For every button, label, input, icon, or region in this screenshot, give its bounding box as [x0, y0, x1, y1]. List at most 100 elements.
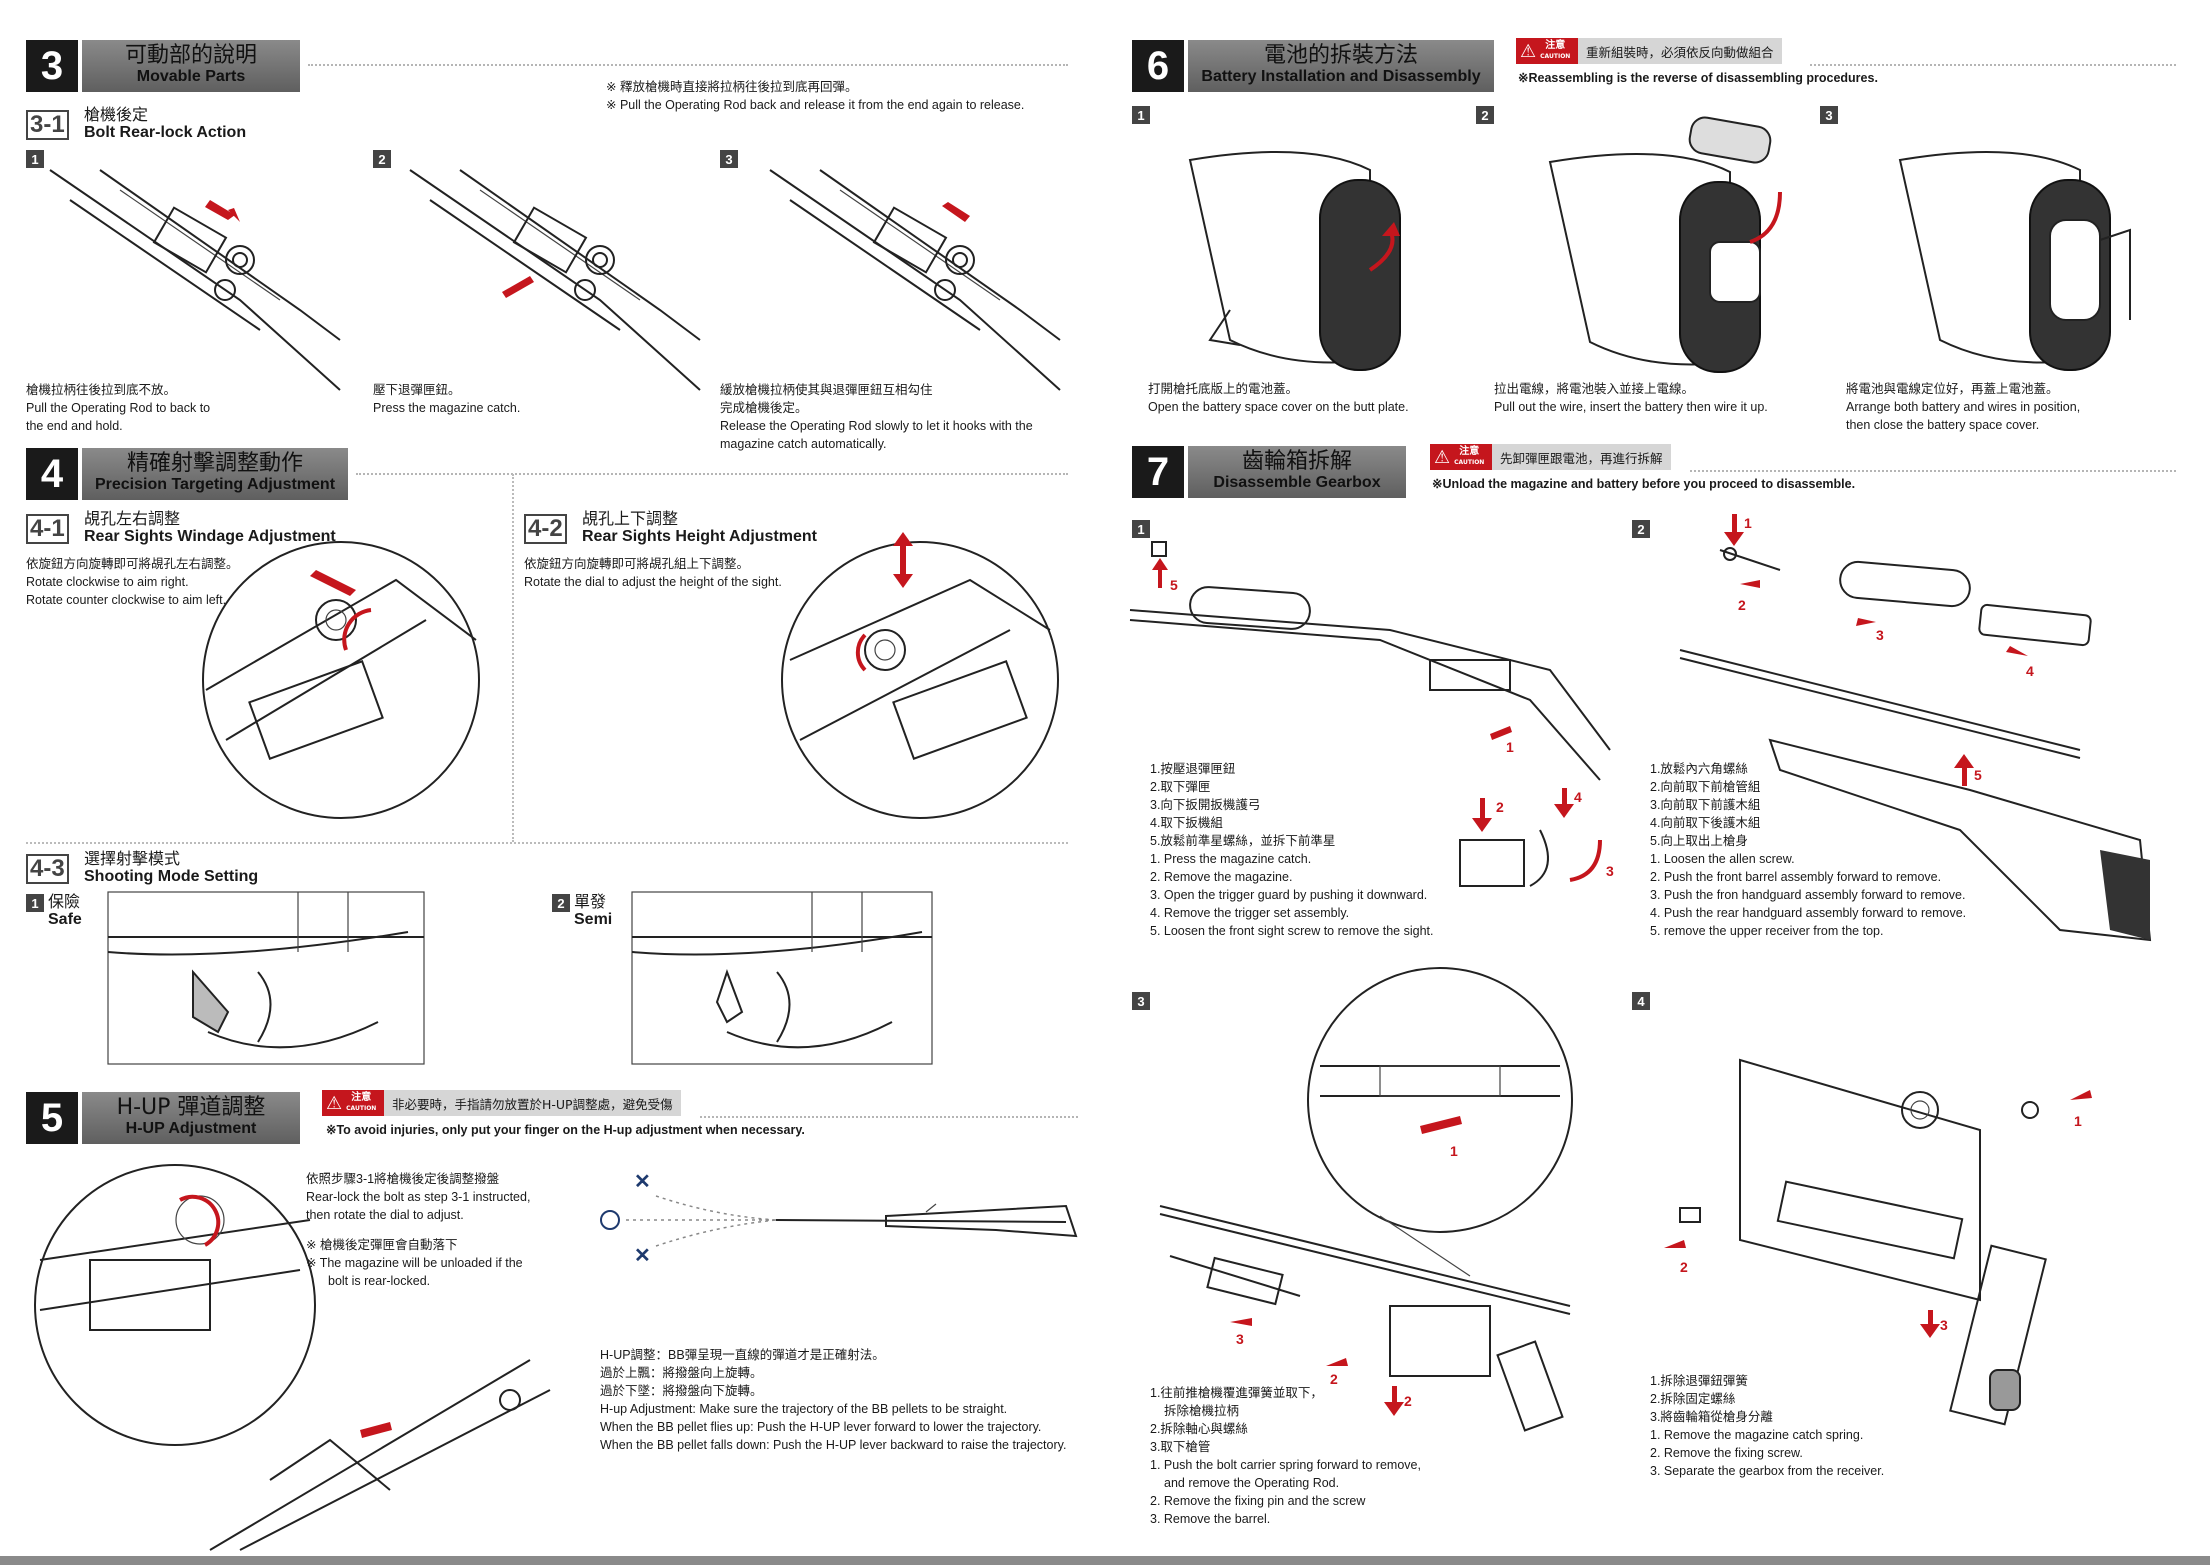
mode-safe-en: Safe — [48, 911, 82, 928]
svg-text:3: 3 — [1876, 627, 1884, 643]
section-7-divider — [1690, 470, 2176, 472]
hup-note-zh: ※ 槍機後定彈匣會自動落下 — [306, 1238, 458, 1252]
subsection-4-2-text: 依旋鈕方向旋轉即可將覘孔組上下調整。 Rotate the dial to ad… — [524, 555, 782, 591]
windage-zh: 依旋鈕方向旋轉即可將覘孔左右調整。 — [26, 557, 239, 571]
gearbox-step3-zh-4: 3.取下槍管 — [1150, 1440, 1211, 1454]
subsection-4-1-en: Rear Sights Windage Adjustment — [84, 528, 336, 545]
gearbox-step1-en-2: 2. Remove the magazine. — [1150, 870, 1293, 884]
gearbox-step3-en-4: 3. Remove the barrel. — [1150, 1512, 1271, 1526]
gearbox-step1-zh-3: 3.向下扳開扳機護弓 — [1150, 798, 1261, 812]
svg-text:3: 3 — [1236, 1331, 1244, 1347]
subsection-4-3-zh: 選擇射擊模式 — [84, 849, 181, 868]
gearbox-step3-zh-1: 1.往前推槍機覆進彈簧並取下， — [1150, 1386, 1323, 1400]
svg-text:✕: ✕ — [634, 1171, 651, 1193]
section-3-number: 3 — [26, 40, 78, 92]
section-5-step-text: 依照步驟3-1將槍機後定後調整撥盤 Rear-lock the bolt as … — [306, 1170, 530, 1224]
section-6-caution-message: 重新組裝時，必須依反向動做組合 — [1586, 44, 1774, 60]
gearbox-step1-zh-5: 5.放鬆前準星螺絲，並拆下前準星 — [1150, 834, 1336, 848]
step-6-3-en-1: Arrange both battery and wires in positi… — [1846, 400, 2081, 414]
section-7-title-zh: 齒輪箱拆解 — [1241, 449, 1352, 474]
mode-safe-badge: 1 — [26, 894, 44, 912]
hup-dial-illustration — [34, 1164, 551, 1551]
gearbox-step2-zh-4: 4.向前取下後護木組 — [1650, 816, 1761, 830]
step-badge-7-3: 3 — [1132, 992, 1150, 1010]
caution-label: 注意 — [1545, 39, 1566, 51]
battery-cover-open-illustration — [1188, 151, 1401, 371]
height-sight-illustration — [781, 532, 1059, 819]
subsection-4-1-text: 依旋鈕方向旋轉即可將覘孔左右調整。 Rotate clockwise to ai… — [26, 555, 239, 609]
svg-text:4: 4 — [1574, 789, 1582, 805]
gearbox-step1-en-1: 1. Press the magazine catch. — [1150, 852, 1312, 866]
gearbox-step4-text: 1.拆除退彈鈕彈簧 2.拆除固定螺絲 3.將齒輪箱從槍身分離 1. Remove… — [1650, 1372, 1884, 1480]
gearbox-step2-en-3: 3. Push the fron handguard assembly forw… — [1650, 888, 1966, 902]
caution-label-en: CAUTION — [1454, 458, 1485, 466]
mode-semi-zh: 單發 — [574, 892, 607, 911]
section-7-title: 齒輪箱拆解 Disassemble Gearbox — [1188, 446, 1406, 498]
hup-en-2: When the BB pellet flies up: Push the H-… — [600, 1420, 1042, 1434]
section-3-title-zh: 可動部的說明 — [124, 43, 257, 68]
bolt-rearlock-illustration-1 — [49, 169, 341, 391]
step-3-1-1-en-1: Pull the Operating Rod to back to — [26, 401, 211, 415]
step-3-1-2-zh: 壓下退彈匣鈕。 — [373, 383, 461, 397]
step-6-3-en-2: then close the battery space cover. — [1846, 418, 2040, 432]
gearbox-step3-zh-2: 拆除槍機拉柄 — [1164, 1404, 1240, 1418]
step-6-3-text: 將電池與電線定位好，再蓋上電池蓋。 Arrange both battery a… — [1846, 380, 2080, 434]
step-badge-3-1-2: 2 — [373, 150, 391, 168]
section-5-title-zh: H-UP 彈道調整 — [116, 1095, 266, 1120]
gearbox-step2-en-1: 1. Loosen the allen screw. — [1650, 852, 1795, 866]
section-3-divider — [308, 64, 1068, 66]
gearbox-step1-zh-2: 2.取下彈匣 — [1150, 780, 1211, 794]
svg-text:5: 5 — [1974, 767, 1982, 783]
section-7-number: 7 — [1132, 446, 1184, 498]
svg-text:2: 2 — [1738, 597, 1746, 613]
section-3-note-zh: ※ 釋放槍機時直接將拉柄往後拉到底再回彈。 — [606, 80, 858, 94]
subsection-4-2-id: 4-2 — [524, 514, 567, 544]
step-6-2-text: 拉出電線，將電池裝入並接上電線。 Pull out the wire, inse… — [1494, 380, 1768, 416]
subsection-4-3-id: 4-3 — [26, 854, 69, 884]
step-badge-7-1: 1 — [1132, 520, 1150, 538]
subsection-4-3-en: Shooting Mode Setting — [84, 868, 259, 885]
svg-text:2: 2 — [1404, 1393, 1412, 1409]
height-zh: 依旋鈕方向旋轉即可將覘孔組上下調整。 — [524, 557, 750, 571]
hup-step-en-1: Rear-lock the bolt as step 3-1 instructe… — [306, 1190, 531, 1204]
section-4-3-divider — [26, 842, 1068, 844]
step-badge-6-2: 2 — [1476, 106, 1494, 124]
section-5-number: 5 — [26, 1092, 78, 1144]
caution-label: 注意 — [1459, 445, 1480, 457]
step-3-1-3-en-1: Release the Operating Rod slowly to let … — [720, 419, 1033, 433]
section-7-caution-note: ※Unload the magazine and battery before … — [1432, 477, 1856, 491]
section-4-title-en: Precision Targeting Adjustment — [94, 476, 336, 493]
step-6-2-zh: 拉出電線，將電池裝入並接上電線。 — [1494, 382, 1695, 396]
step-3-1-1-zh: 槍機拉柄往後拉到底不放。 — [26, 383, 177, 397]
caution-label-en: CAUTION — [1540, 52, 1571, 60]
mode-semi-en: Semi — [574, 911, 613, 928]
section-4-number: 4 — [26, 448, 78, 500]
gearbox-step1-en-3: 3. Open the trigger guard by pushing it … — [1150, 888, 1428, 902]
windage-sight-illustration — [202, 541, 480, 819]
section-5-note-text: ※ 槍機後定彈匣會自動落下 ※ The magazine will be unl… — [306, 1236, 523, 1290]
gearbox-step2-zh-5: 5.向上取出上槍身 — [1650, 834, 1748, 848]
subsection-3-1-id: 3-1 — [26, 110, 69, 140]
section-5-title: H-UP 彈道調整 H-UP Adjustment — [82, 1092, 300, 1144]
svg-text:3: 3 — [1940, 1317, 1948, 1333]
step-badge-6-1: 1 — [1132, 106, 1150, 124]
section-6-caution-note: ※Reassembling is the reverse of disassem… — [1518, 71, 1878, 85]
section-3-note-en: ※ Pull the Operating Rod back and releas… — [606, 98, 1025, 112]
caution-label-en: CAUTION — [346, 1104, 377, 1112]
step-3-1-3-text: 緩放槍機拉柄使其與退彈匣鈕互相勾住 完成槍機後定。 Release the Op… — [720, 381, 1033, 453]
windage-en-2: Rotate counter clockwise to aim left. — [26, 593, 227, 607]
mode-safe-zh: 保險 — [48, 892, 81, 911]
step-3-1-2-en-1: Press the magazine catch. — [373, 401, 521, 415]
hup-zh-1: H-UP調整：BB彈呈現一直線的彈道才是正確射法。 — [600, 1348, 885, 1362]
gearbox-step1-illustration: 5 1 2 4 3 — [1129, 541, 1614, 887]
step-3-1-3-zh-1: 緩放槍機拉柄使其與退彈匣鈕互相勾住 — [720, 383, 933, 397]
section-6-number: 6 — [1132, 40, 1184, 92]
step-6-2-en: Pull out the wire, insert the battery th… — [1494, 400, 1768, 414]
gearbox-step4-zh-3: 3.將齒輪箱從槍身分離 — [1650, 1410, 1773, 1424]
gearbox-step2-zh-2: 2.向前取下前槍管組 — [1650, 780, 1761, 794]
semi-mode-trigger-illustration — [631, 891, 933, 1065]
battery-insert-illustration — [1548, 116, 1782, 373]
